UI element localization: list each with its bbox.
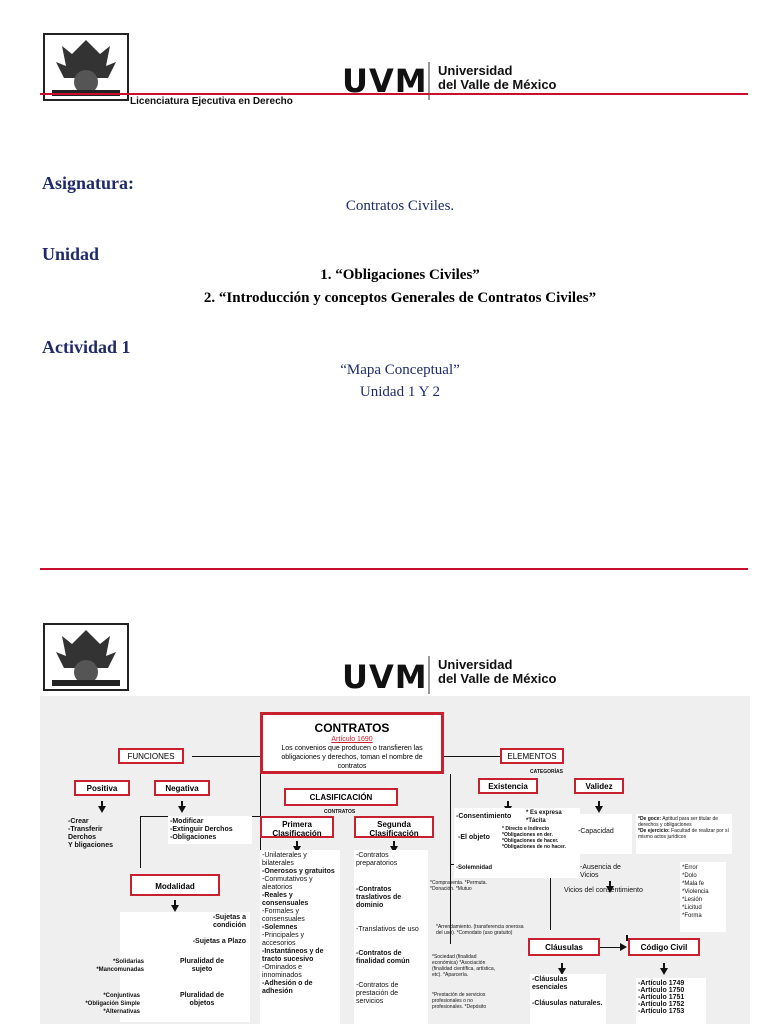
validez-box: Validez xyxy=(574,778,624,794)
consentimiento-label: -Consentimiento xyxy=(456,813,512,820)
capacidad-detail: *De goce: Aptitud para ser titular de de… xyxy=(636,814,732,854)
university-name-2: Universidad del Valle de México xyxy=(438,657,557,686)
validez-list: -Capacidad xyxy=(576,814,632,854)
subject-label: Asignatura: xyxy=(42,173,135,193)
connector xyxy=(600,947,622,948)
existencia-list: -Consentimiento * Es expresa*Tácita -El … xyxy=(454,808,580,878)
modalidad-box: Modalidad xyxy=(130,874,220,896)
segunda-list: -Contratos preparatorios -Contratos tras… xyxy=(354,850,428,1024)
capacidad-label: -Capacidad xyxy=(578,828,614,835)
connector xyxy=(450,774,451,944)
segunda-note-3: *Sociedad (finalidad económica) *Asociac… xyxy=(432,954,496,978)
pluralidad-objetos: Pluralidad de objetos xyxy=(180,992,224,1007)
segunda-note-2: *Arrendamiento. (transferencia onerosa d… xyxy=(436,924,524,936)
logo-divider-2 xyxy=(428,656,430,694)
codigo-list: -Artículo 1749-Artículo 1750-Artículo 17… xyxy=(636,978,706,1024)
connector xyxy=(550,864,551,930)
subject-value: Contratos Civiles. xyxy=(345,198,455,214)
article-ref: Artículo 1690 xyxy=(331,736,373,743)
arrow-right-icon xyxy=(620,935,628,951)
objeto-items: * Directo e Indirecto*Obligaciones en de… xyxy=(502,826,566,850)
ausencia-label: -Ausencia de Vicios xyxy=(580,864,621,879)
university-name: Universidad del Valle de México xyxy=(438,63,557,92)
activity-label: Actividad 1 xyxy=(42,337,131,357)
university-seal-icon-2 xyxy=(42,622,130,692)
categorias-tag: CATEGORÍAS xyxy=(530,769,563,775)
university-seal-icon xyxy=(42,32,130,102)
primera-list: -Unilaterales y bilaterales -Onerosos y … xyxy=(260,850,340,1024)
arrow-down-icon xyxy=(558,963,566,975)
negativa-list: -Modificar-Extinguir Derchos-Obligacione… xyxy=(168,816,252,844)
sujeto-types: *Solidarias*Mancomunadas xyxy=(96,959,144,973)
primera-box: Primera Clasificación xyxy=(260,816,334,838)
clausulas-box: Cláusulas xyxy=(528,938,600,956)
codigo-civil-box: Código Civil xyxy=(628,938,700,956)
clasificacion-box: CLASIFICACIÓN xyxy=(284,788,398,806)
existencia-box: Existencia xyxy=(478,778,538,794)
contratos-title-box: CONTRATOS Artículo 1690 Los convenios qu… xyxy=(260,712,444,774)
arrow-down-icon xyxy=(660,963,668,975)
segunda-note-4: *Prestación de servicios profesionales o… xyxy=(432,992,487,1010)
vicios-label: Vicios del consentimiento xyxy=(564,887,643,894)
segunda-box: Segunda Clasificación xyxy=(354,816,434,838)
arrow-down-icon xyxy=(606,881,614,893)
page-end-rule xyxy=(40,568,748,570)
program-name: Licenciatura Ejecutiva en Derecho xyxy=(130,96,293,107)
contratos-tag: CONTRATOS xyxy=(324,809,356,815)
connector xyxy=(192,756,260,757)
unit-item-2: 2. “Introducción y conceptos Generales d… xyxy=(203,290,597,306)
modalidad-list: -Sujetas a condición -Sujetas a Plazo xyxy=(120,912,250,1022)
contratos-title: CONTRATOS xyxy=(314,721,390,735)
connector xyxy=(444,756,500,757)
clausulas-list: -Cláusulas esenciales -Cláusulas natural… xyxy=(530,974,606,1024)
unit-item-1: 1. “Obligaciones Civiles” xyxy=(320,267,480,283)
arrow-down-icon xyxy=(390,841,398,853)
elementos-box: ELEMENTOS xyxy=(500,748,564,764)
funciones-box: FUNCIONES xyxy=(118,748,184,764)
header-rule xyxy=(40,93,748,95)
solemnidad-label: -Solemnidad xyxy=(456,865,493,871)
arrow-down-icon xyxy=(293,841,301,853)
connector xyxy=(140,816,141,868)
objeto-label: -El objeto xyxy=(458,834,490,841)
consentimiento-types: * Es expresa*Tácita xyxy=(526,810,562,824)
contratos-definition: Los convenios que producen o transfieren… xyxy=(281,745,423,770)
pluralidad-sujeto: Pluralidad de sujeto xyxy=(180,958,224,973)
activity-title: “Mapa Conceptual” xyxy=(340,362,460,378)
objeto-types: *Conjuntivas*Obligación Simple*Alternati… xyxy=(85,993,140,1015)
logo-divider xyxy=(428,62,430,100)
arrow-down-icon xyxy=(595,801,603,813)
concept-map: CONTRATOS Artículo 1690 Los convenios qu… xyxy=(40,696,750,1024)
arrow-down-icon xyxy=(178,801,186,813)
arrow-down-icon xyxy=(171,900,179,912)
unit-label: Unidad xyxy=(42,244,100,264)
positiva-box: Positiva xyxy=(74,780,130,796)
activity-units: Unidad 1 Y 2 xyxy=(359,384,441,400)
negativa-box: Negativa xyxy=(154,780,210,796)
segunda-note-1: *Compraventa. *Permuta. *Donación. *Mutu… xyxy=(430,880,487,892)
arrow-down-icon xyxy=(98,801,106,813)
uvm-logo-2: UVM xyxy=(342,658,428,696)
vicios-list: *Error*Dolo*Mala fe*Violencia*Lesión*Lic… xyxy=(680,862,726,932)
